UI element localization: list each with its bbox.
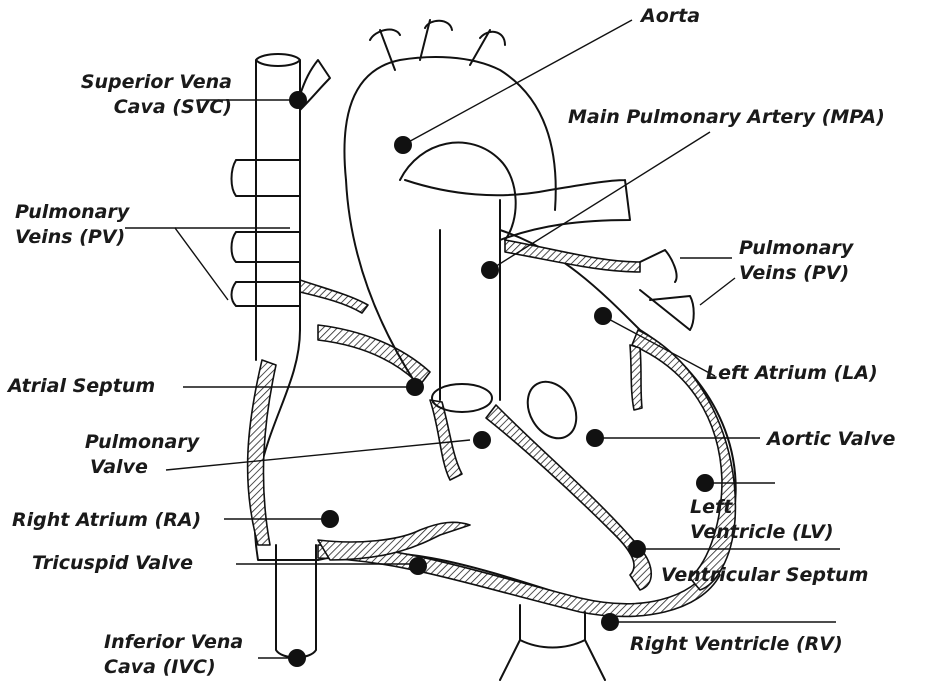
dot-aortic-valve	[586, 429, 604, 447]
leader-pv-right-b	[700, 278, 735, 305]
leader-la	[603, 316, 715, 376]
dot-atrial-septum	[406, 378, 424, 396]
label-svc: Superior Vena Cava (SVC)	[40, 70, 232, 119]
right-pulmonary-veins	[640, 250, 694, 330]
label-pulmonary-valve: Pulmonary Valve	[62, 430, 222, 479]
ventricular-septum	[486, 405, 651, 590]
label-ivc-line2: Cava (IVC)	[104, 655, 243, 680]
label-pv-right: Pulmonary Veins (PV)	[739, 236, 853, 285]
dot-mpa	[481, 261, 499, 279]
dot-lv	[696, 474, 714, 492]
label-ivc: Inferior Vena Cava (IVC)	[104, 630, 243, 679]
label-pv-right-line2: Veins (PV)	[739, 261, 853, 286]
label-aortic-valve: Aortic Valve	[767, 427, 895, 452]
label-left-ventricle: Left Ventricle (LV)	[690, 495, 834, 544]
label-atrial-septum: Atrial Septum	[8, 374, 155, 399]
label-right-atrium: Right Atrium (RA)	[12, 508, 201, 533]
ivc-lower	[276, 545, 316, 658]
dot-rv	[601, 613, 619, 631]
label-aorta: Aorta	[641, 4, 700, 29]
main-pulmonary-artery	[405, 180, 630, 400]
right-atrium-wall	[248, 360, 276, 545]
label-lv-line1: Left	[690, 495, 834, 520]
label-pulm-valve-line1: Pulmonary	[62, 430, 222, 455]
leader-pv-left	[125, 228, 228, 300]
label-left-atrium: Left Atrium (LA)	[706, 361, 878, 386]
label-ivc-line1: Inferior Vena	[104, 630, 243, 655]
label-svc-line2: Cava (SVC)	[40, 95, 232, 120]
mitral-leaflet	[630, 345, 642, 410]
la-wall	[505, 240, 640, 272]
dot-la	[594, 307, 612, 325]
label-pv-left-line1: Pulmonary	[15, 200, 129, 225]
label-svc-line1: Superior Vena	[40, 70, 232, 95]
pv-inner-wall	[300, 280, 368, 313]
label-pv-left-line2: Veins (PV)	[15, 225, 129, 250]
dot-ivc	[288, 649, 306, 667]
descending-vessels	[500, 605, 605, 680]
label-tricuspid-valve: Tricuspid Valve	[32, 551, 193, 576]
dot-tricuspid	[409, 557, 427, 575]
left-pulmonary-veins	[232, 160, 301, 306]
label-ventricular-septum: Ventricular Septum	[661, 563, 868, 588]
label-mpa: Main Pulmonary Artery (MPA)	[568, 105, 885, 130]
atrial-septum-wall	[318, 325, 430, 385]
label-pv-right-line1: Pulmonary	[739, 236, 853, 261]
dot-svc	[289, 91, 307, 109]
dot-ra	[321, 510, 339, 528]
dot-aorta	[394, 136, 412, 154]
dot-vsep	[628, 540, 646, 558]
label-pv-left: Pulmonary Veins (PV)	[15, 200, 129, 249]
aortic-arch	[344, 20, 555, 210]
label-pulm-valve-line2: Valve	[62, 455, 222, 480]
leader-mpa	[490, 132, 710, 270]
label-right-ventricle: Right Ventricle (RV)	[630, 632, 843, 657]
label-lv-line2: Ventricle (LV)	[690, 520, 834, 545]
dot-pulm-valve	[473, 431, 491, 449]
